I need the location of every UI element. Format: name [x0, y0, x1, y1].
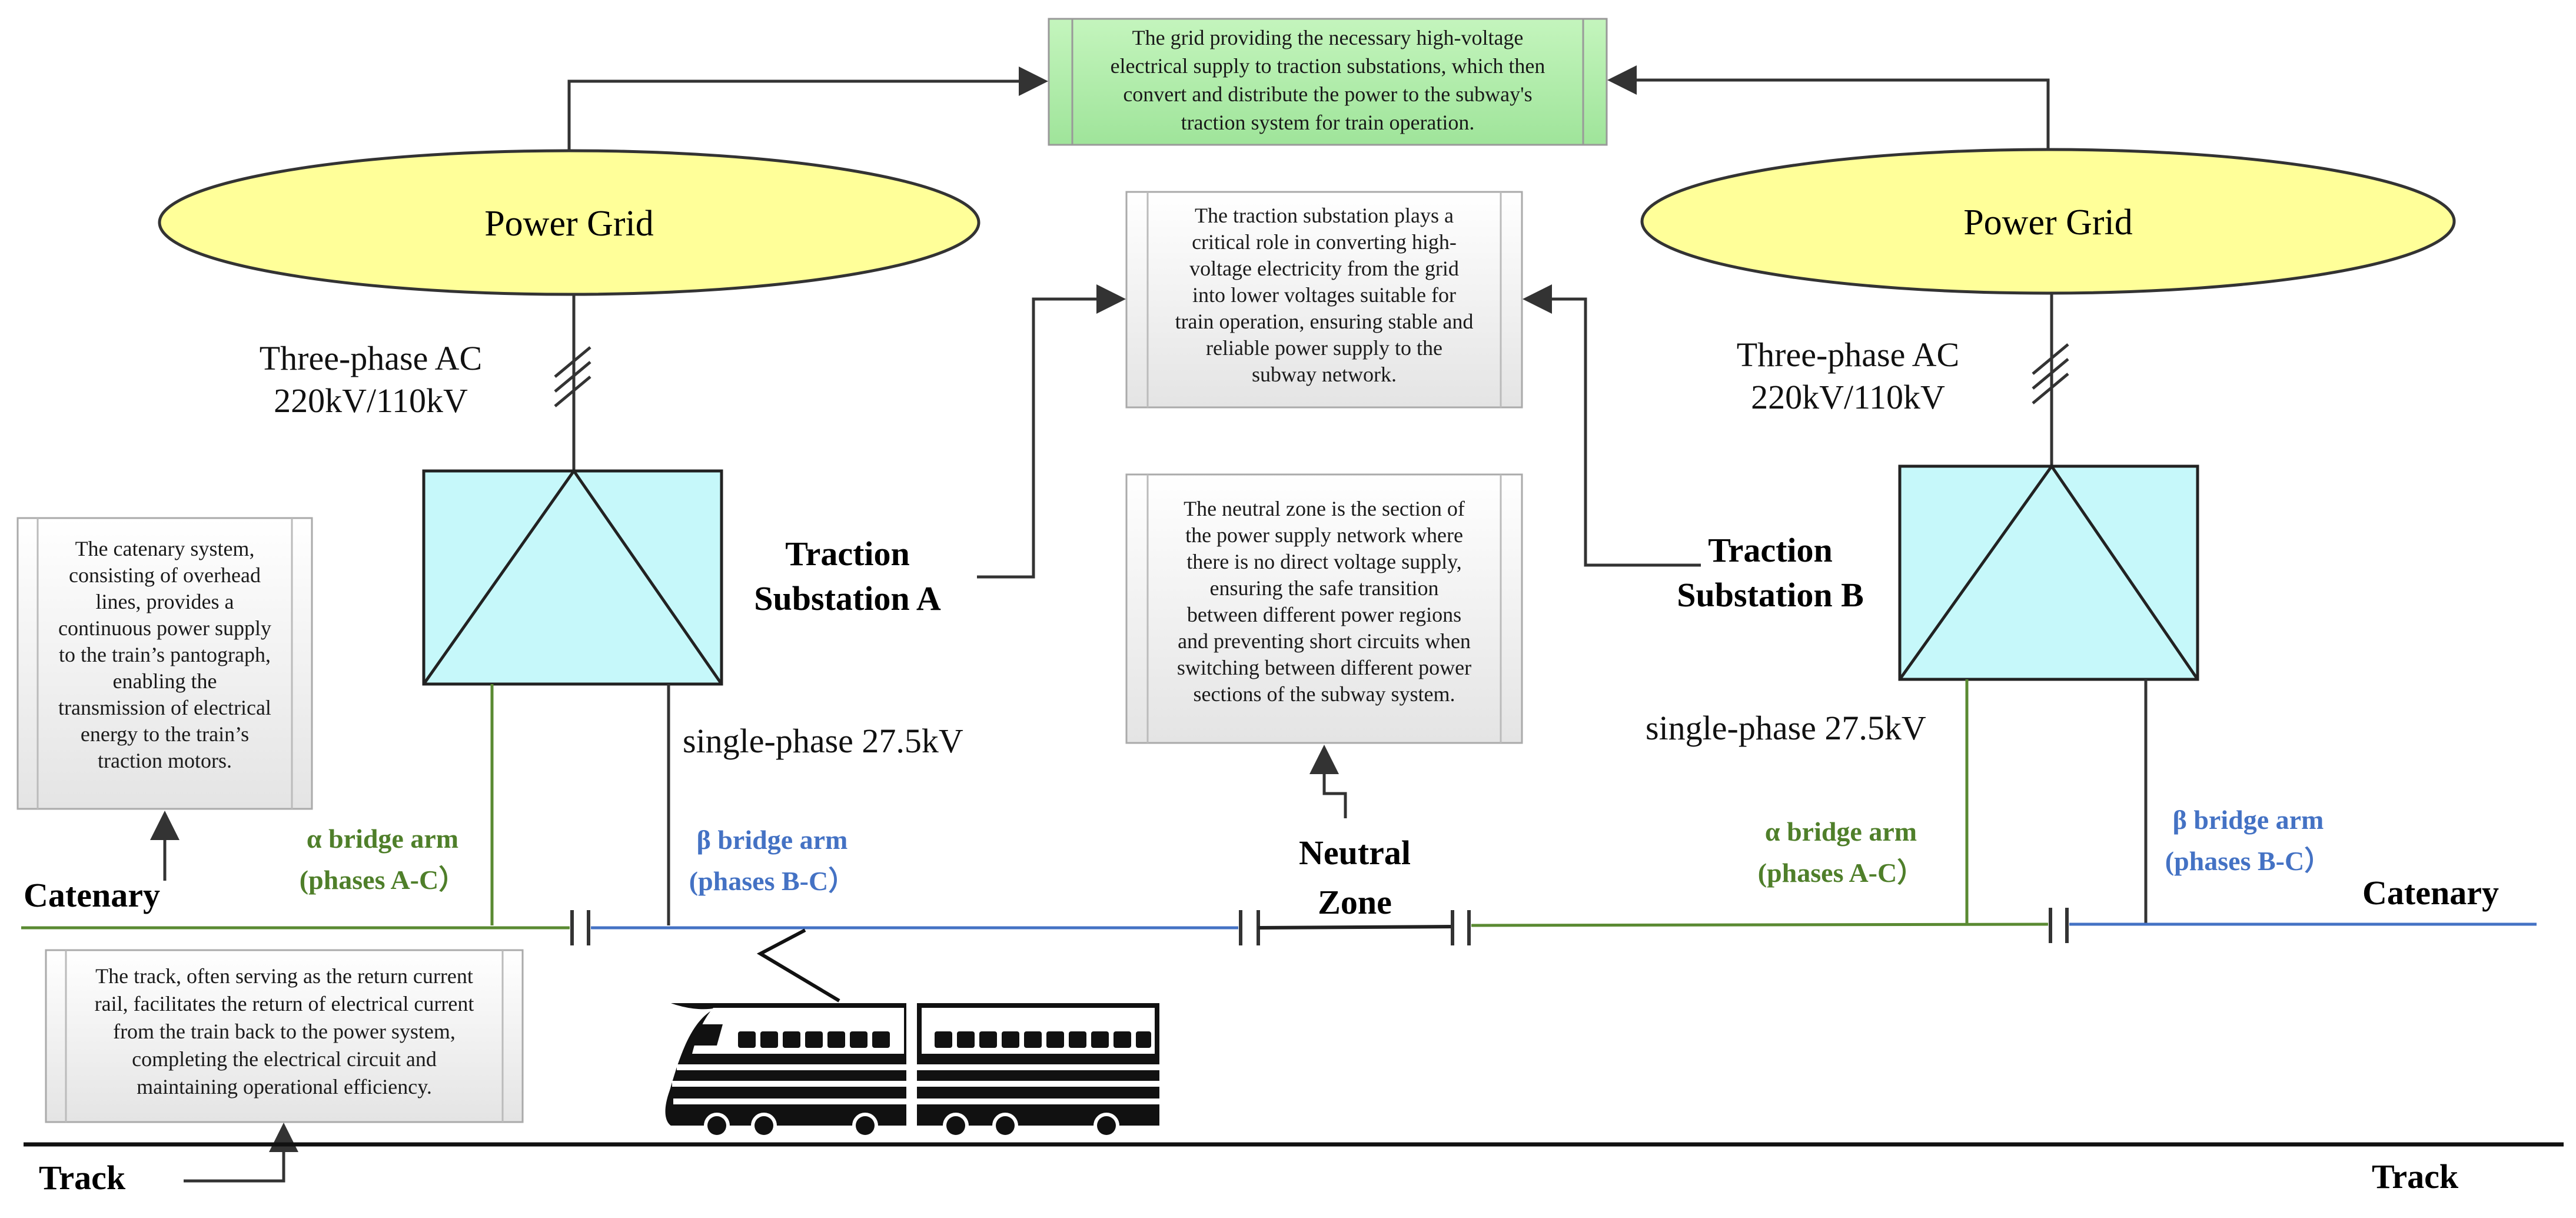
substation-note-box: The traction substation plays a critical… — [1125, 191, 1523, 409]
catenary-right-label: Catenary — [2362, 874, 2499, 912]
three-phase-left-line2: 220kV/110kV — [274, 381, 468, 420]
catenary-note-line: enabling the — [113, 669, 217, 693]
alpha-arm-right-line1: α bridge arm — [1765, 817, 1917, 847]
alpha-arm-left-line2: (phases A-C） — [300, 865, 466, 895]
beta-arm-left-line1: β bridge arm — [697, 825, 848, 855]
track-note-box: The track, often serving as the return c… — [45, 949, 524, 1123]
substation-a-label-line2: Substation A — [754, 579, 941, 618]
single-phase-right-label: single-phase 27.5kV — [1646, 709, 1926, 747]
three-phase-right-line1: Three-phase AC — [1737, 336, 1959, 374]
catenary-note-line: lines, provides a — [96, 590, 234, 613]
neutral-zone-label-line2: Zone — [1318, 883, 1392, 921]
neutral-note-line: and preventing short circuits when — [1178, 629, 1471, 653]
three-phase-right-line2: 220kV/110kV — [1751, 378, 1945, 416]
beta-arm-right-line2: (phases B-C） — [2165, 846, 2331, 876]
neutral-note-line: between different power regions — [1187, 603, 1461, 626]
substation-note-line: critical role in converting high- — [1192, 230, 1457, 254]
catenary-note-line: traction motors. — [98, 749, 232, 772]
grid-note-box: The grid providing the necessary high-vo… — [1048, 18, 1608, 146]
substation-b-label-line2: Substation B — [1677, 576, 1864, 614]
track-note-line: completing the electrical circuit and — [132, 1047, 437, 1071]
power-grid-left: Power Grid — [158, 149, 980, 296]
grid-note-line: convert and distribute the power to the … — [1123, 82, 1532, 106]
track-note-line: The track, often serving as the return c… — [95, 964, 473, 988]
substation-b-to-note-arrow — [1523, 284, 1701, 567]
neutral-zone-to-note-arrow — [1309, 745, 1347, 818]
grid-right-to-note-arrow — [1607, 65, 2050, 150]
substation-note-line: into lower voltages suitable for — [1192, 283, 1456, 307]
grid-note-line: electrical supply to traction substation… — [1111, 54, 1545, 78]
grid-left-to-note-arrow — [567, 67, 1048, 151]
track-note-line: from the train back to the power system, — [113, 1020, 456, 1043]
substation-note-line: train operation, ensuring stable and — [1175, 310, 1474, 333]
neutral-zone-note-box: The neutral zone is the section of the p… — [1125, 473, 1523, 744]
catenary-line — [21, 908, 2537, 945]
neutral-note-line: sections of the subway system. — [1194, 682, 1455, 706]
track-to-note-arrow — [184, 1123, 298, 1183]
track-note-line: rail, facilitates the return of electric… — [95, 992, 474, 1015]
three-phase-tick-left — [554, 346, 591, 407]
alpha-arm-right-line2: (phases A-C） — [1758, 858, 1924, 888]
substation-b-label-line1: Traction — [1708, 531, 1833, 569]
catenary-note-line: The catenary system, — [75, 537, 255, 560]
power-grid-right: Power Grid — [1640, 148, 2456, 295]
neutral-note-line: switching between different power — [1177, 656, 1471, 679]
three-phase-tick-right — [2032, 343, 2069, 404]
neutral-note-line: there is no direct voltage supply, — [1186, 550, 1462, 573]
beta-arm-left-line2: (phases B-C） — [689, 866, 855, 896]
beta-arm-right-line1: β bridge arm — [2173, 805, 2324, 835]
catenary-note-line: to the train’s pantograph, — [59, 643, 271, 666]
alpha-arm-left-line1: α bridge arm — [307, 824, 458, 854]
track-right-label: Track — [2372, 1157, 2459, 1196]
traction-substation-b-transformer — [1898, 463, 2199, 681]
substation-a-label-line1: Traction — [785, 535, 910, 573]
neutral-note-line: the power supply network where — [1185, 523, 1463, 547]
neutral-note-line: ensuring the safe transition — [1210, 576, 1439, 600]
train-icon — [665, 1003, 1159, 1139]
grid-note-line: traction system for train operation. — [1181, 111, 1475, 134]
pantograph — [756, 928, 840, 1003]
catenary-note-line: continuous power supply — [58, 616, 271, 640]
single-phase-left-label: single-phase 27.5kV — [683, 722, 963, 760]
power-grid-right-label: Power Grid — [1963, 203, 2133, 243]
catenary-note-box: The catenary system, consisting of overh… — [16, 517, 313, 810]
neutral-note-line: The neutral zone is the section of — [1184, 497, 1465, 520]
track-note-line: maintaining operational efficiency. — [137, 1075, 432, 1098]
substation-a-to-note-arrow — [977, 284, 1126, 579]
neutral-zone-label-line1: Neutral — [1299, 834, 1411, 872]
three-phase-left-line1: Three-phase AC — [260, 339, 482, 377]
substation-note-line: voltage electricity from the grid — [1189, 257, 1459, 280]
catenary-left-label: Catenary — [24, 876, 160, 914]
substation-note-line: The traction substation plays a — [1195, 204, 1454, 227]
catenary-note-line: energy to the train’s — [81, 722, 249, 746]
substation-note-line: subway network. — [1252, 363, 1397, 386]
catenary-note-line: transmission of electrical — [58, 696, 271, 719]
substation-note-line: reliable power supply to the — [1206, 336, 1442, 360]
catenary-note-line: consisting of overhead — [69, 563, 261, 587]
track-left-label: Track — [39, 1159, 126, 1197]
power-grid-left-label: Power Grid — [484, 204, 654, 244]
traction-substation-a-transformer — [422, 468, 723, 686]
grid-note-line: The grid providing the necessary high-vo… — [1132, 26, 1524, 49]
